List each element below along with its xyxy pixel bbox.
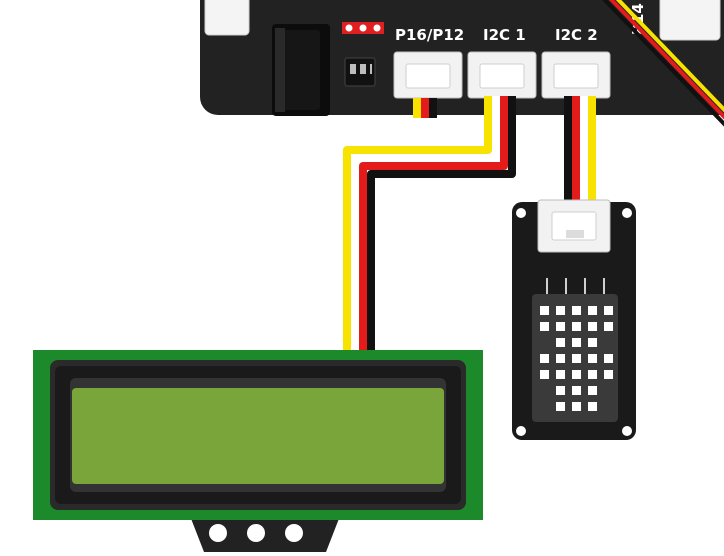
mount-hole bbox=[516, 208, 526, 218]
p16-stub-wires bbox=[413, 98, 437, 118]
sensor-grille bbox=[532, 294, 618, 422]
sensor-connector bbox=[537, 199, 611, 253]
lcd-module bbox=[33, 350, 483, 552]
power-jack bbox=[272, 24, 330, 116]
lcd-screen bbox=[72, 388, 444, 484]
mount-hole bbox=[622, 426, 632, 436]
controller-board: P16/P12 I2C 1 I2C 2 P14 bbox=[200, 0, 724, 118]
sensor-module bbox=[512, 199, 636, 440]
diagonal-cable bbox=[602, 0, 724, 127]
connector-i2c-1 bbox=[467, 51, 537, 99]
slide-switch bbox=[344, 57, 376, 87]
port-label-i2c-1: I2C 1 bbox=[483, 26, 526, 44]
connector-p16-p12 bbox=[393, 51, 463, 99]
indicator-pins bbox=[342, 22, 384, 34]
mount-hole bbox=[622, 208, 632, 218]
port-label-i2c-2: I2C 2 bbox=[555, 26, 598, 44]
sensor-cable bbox=[564, 96, 596, 204]
board-right-connector bbox=[659, 0, 721, 41]
connector-i2c-2 bbox=[541, 51, 611, 99]
board-corner-connector bbox=[204, 0, 250, 36]
mount-hole bbox=[516, 426, 526, 436]
lcd-cable bbox=[343, 96, 516, 352]
port-label-p16-p12: P16/P12 bbox=[395, 26, 464, 44]
lcd-connector-tab bbox=[190, 516, 340, 552]
